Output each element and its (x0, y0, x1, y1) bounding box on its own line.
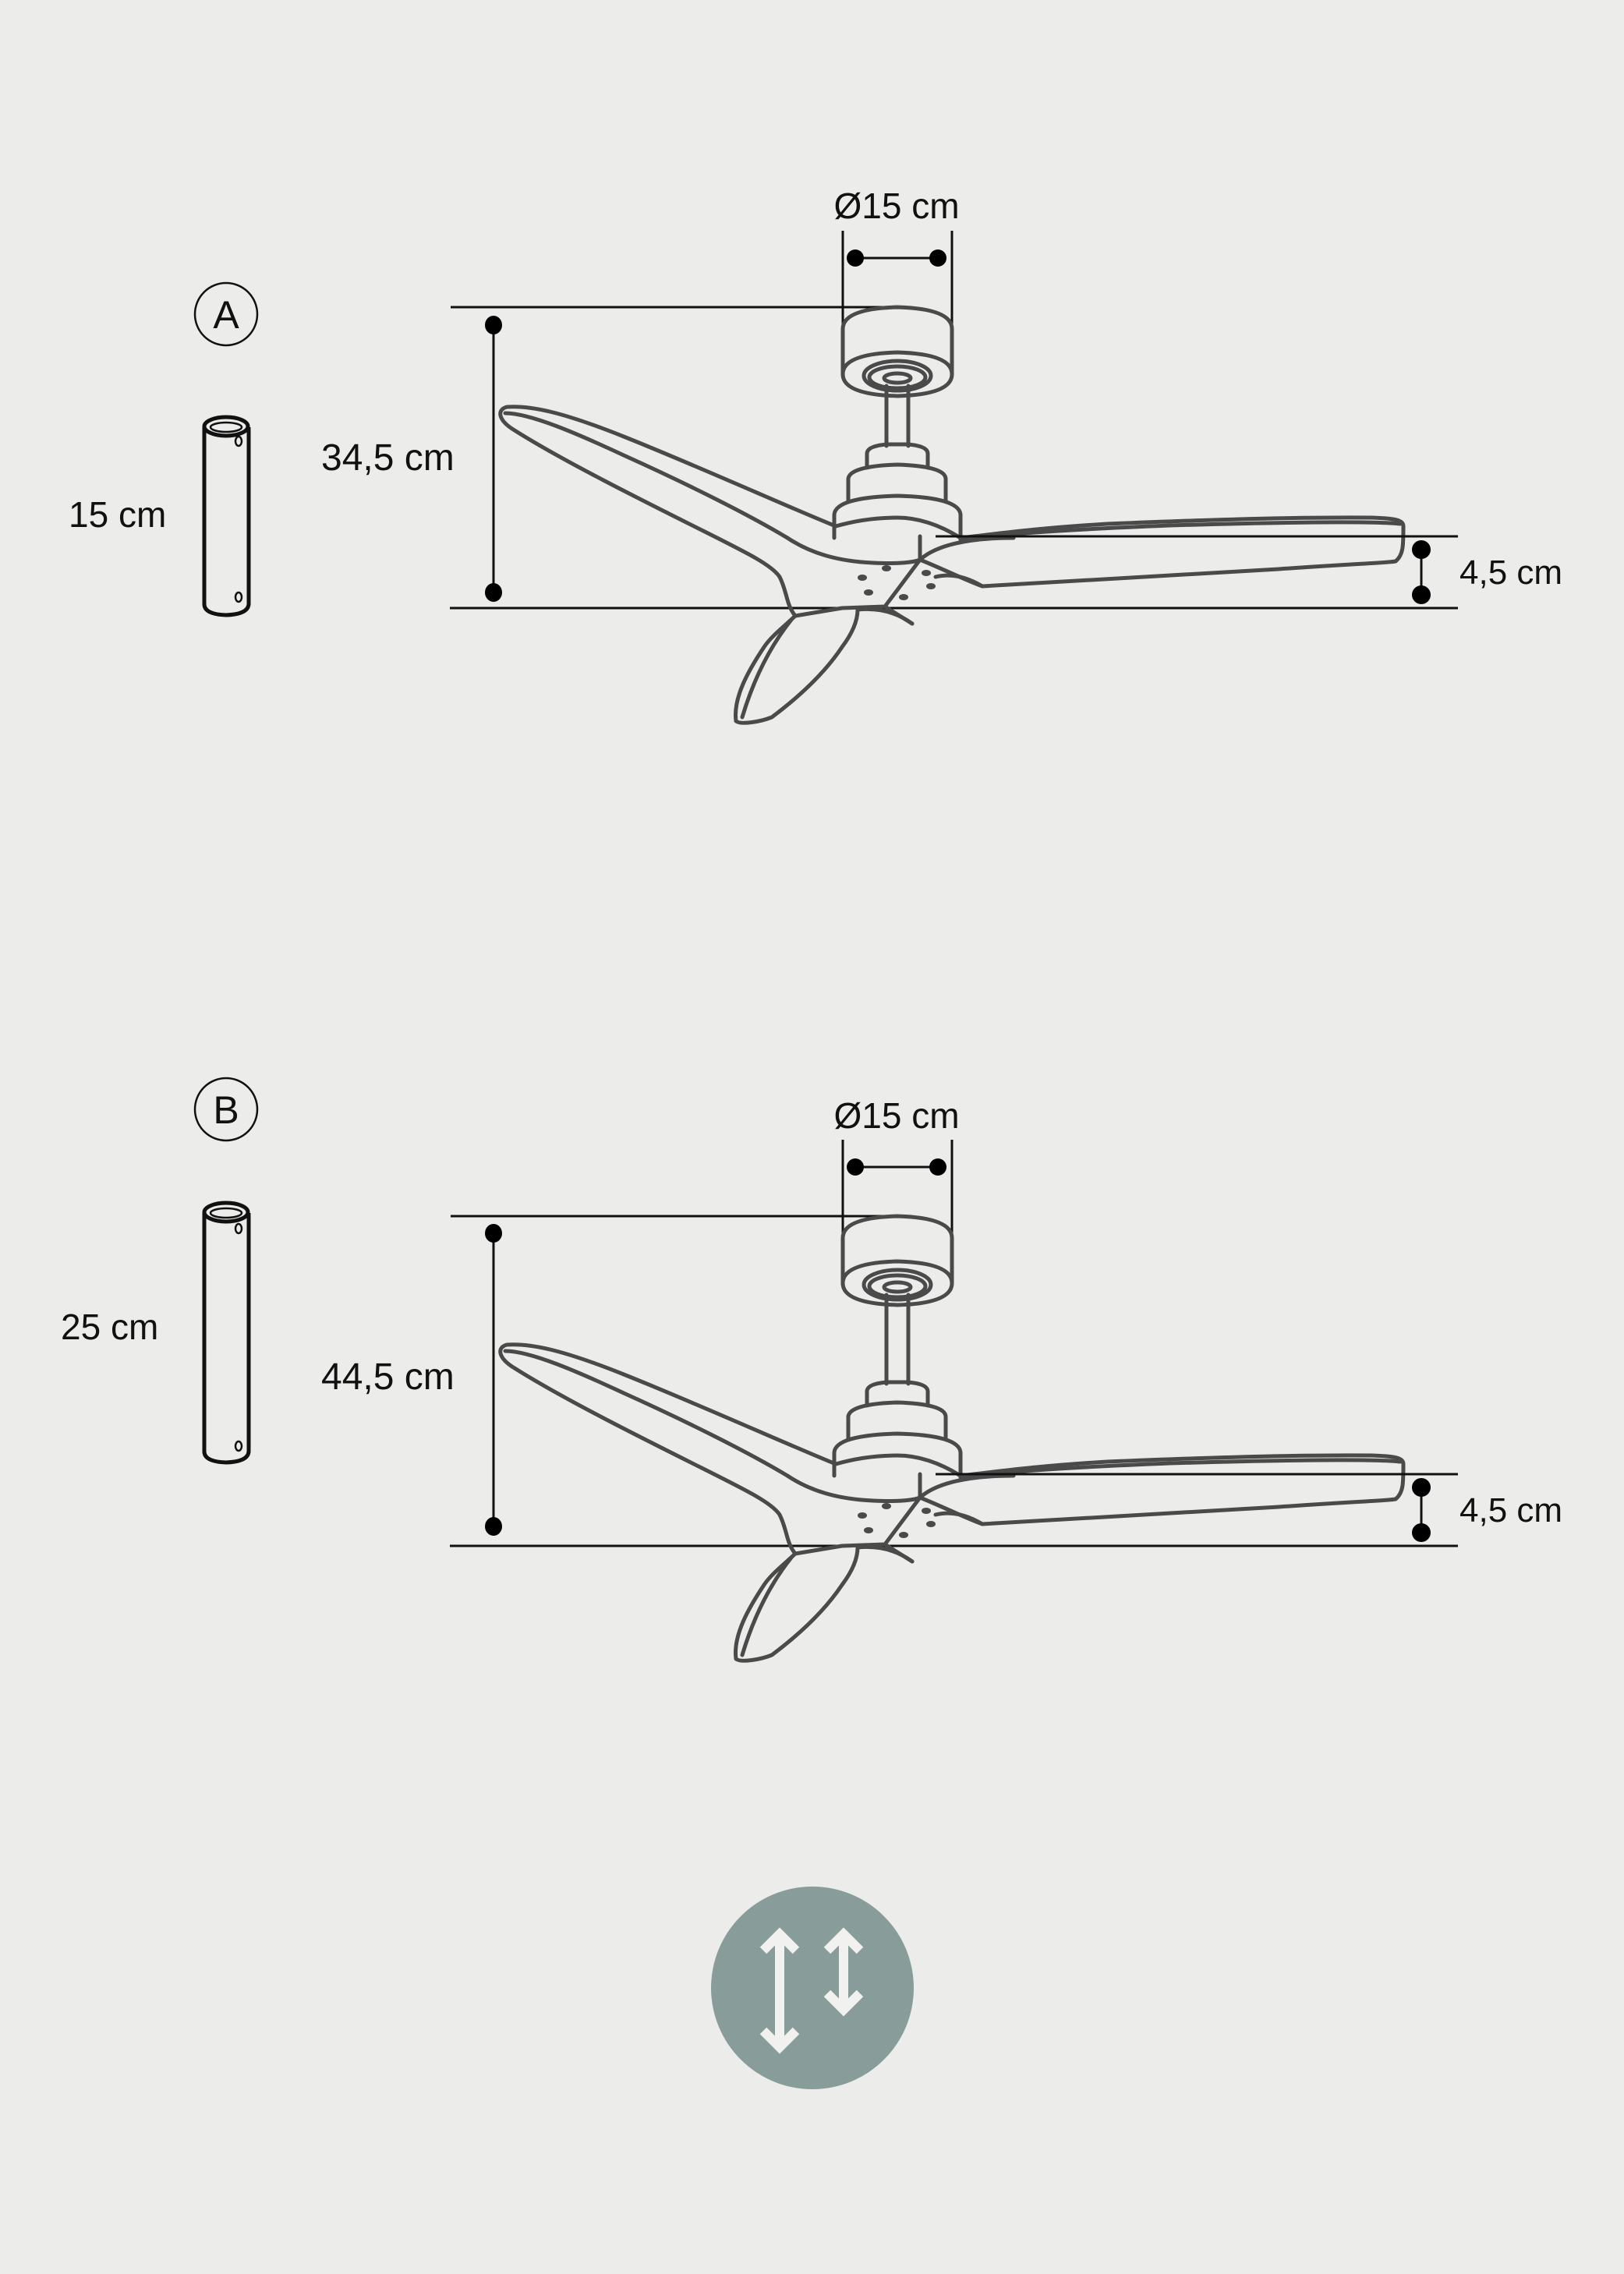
height-dimension-a (450, 306, 1458, 610)
blade-thickness-a: 4,5 cm (1459, 553, 1562, 592)
blade-thickness-dimension-a (936, 535, 1458, 604)
diameter-dimension-a (841, 231, 954, 329)
label-badge-a: A (193, 281, 259, 347)
ceiling-fan-drawing-a (501, 307, 1403, 723)
label-badge-b: B (193, 1077, 259, 1142)
height-dimension-b (450, 1215, 1458, 1547)
downrod-length-a: 15 cm (69, 494, 166, 535)
diameter-dimension-b (841, 1140, 954, 1238)
downrod-length-b: 25 cm (61, 1307, 158, 1347)
blade-thickness-b: 4,5 cm (1459, 1491, 1562, 1530)
total-height-a: 34,5 cm (321, 437, 455, 479)
total-height-b: 44,5 cm (321, 1356, 455, 1398)
adjustable-height-icon (711, 1887, 914, 2089)
blade-thickness-dimension-b (936, 1473, 1458, 1542)
canopy-diameter-b: Ø15 cm (833, 1095, 959, 1136)
downrod-tube-icon-b (202, 1201, 251, 1465)
label-a-text: A (213, 293, 239, 337)
configuration-a: A 15 cm 34,5 cm Ø15 cm (69, 186, 1562, 723)
ceiling-fan-drawing-b (501, 1216, 1403, 1660)
configuration-b: B 25 cm 44,5 cm Ø15 cm (61, 1077, 1562, 1660)
label-b-text: B (213, 1088, 239, 1132)
downrod-tube-icon-a (202, 415, 251, 617)
canopy-diameter-a: Ø15 cm (833, 186, 959, 226)
